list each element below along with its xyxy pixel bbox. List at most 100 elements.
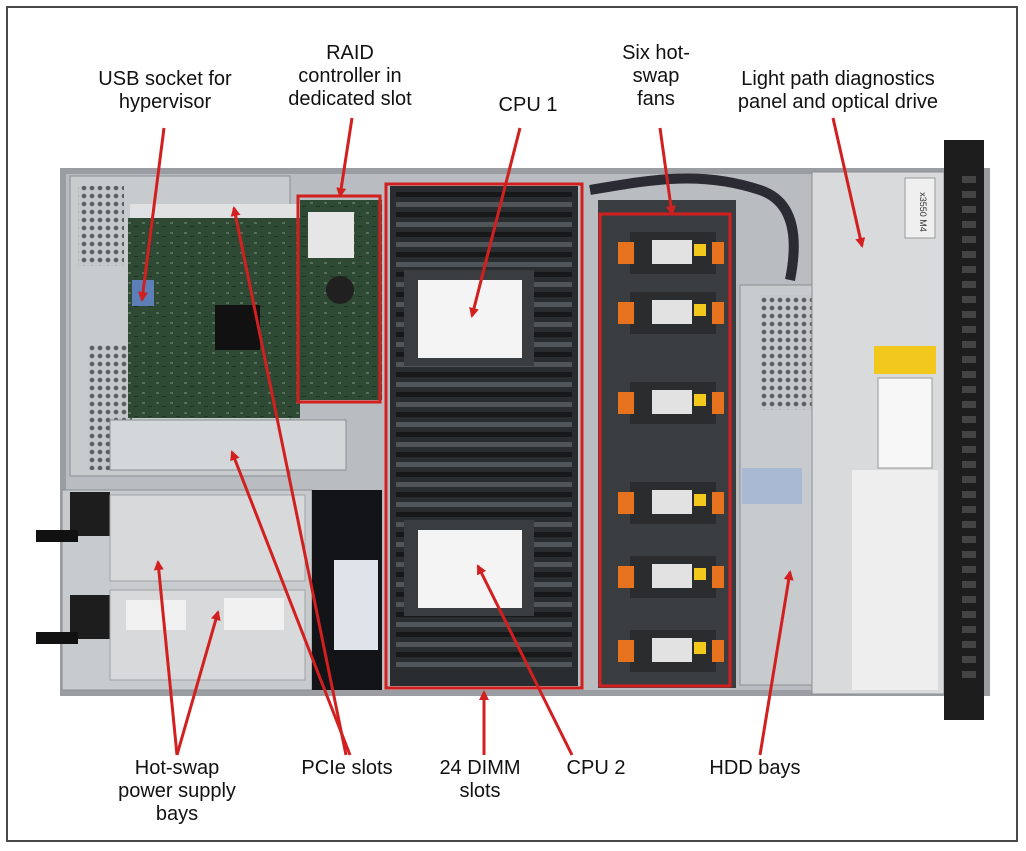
bezel-vent [962,506,976,513]
fan-module [618,630,724,672]
bezel-vent [962,641,976,648]
dimm-slot [396,242,572,247]
dimm-slot [396,232,572,237]
bezel-vent [962,221,976,228]
fan-area [598,200,736,688]
pcie-label: PCIe slots [301,757,393,779]
fans-callout-arrow [658,127,676,216]
dimm-slot [396,412,572,417]
bezel-vent [962,566,976,573]
dimm-slot [396,212,572,217]
bezel-vent [962,386,976,393]
bezel-vent [962,491,976,498]
bezel-vent [962,281,976,288]
dimm-slot [396,462,572,467]
cable-bundle [589,173,799,281]
callout-boxes [296,182,732,690]
bezel-vent [962,431,976,438]
dimm-slot [396,512,572,517]
fan-module [618,482,724,524]
chipset [215,305,260,350]
dimm-slot [396,192,572,197]
bezel-vent [962,446,976,453]
bezel-vent [962,671,976,678]
bezel-vent [962,251,976,258]
dimm-slot [396,452,572,457]
bezel-vent [962,656,976,663]
bezel-vent [962,311,976,318]
dimm-highlight-box [384,182,584,690]
bezel-vent [962,596,976,603]
dimm-slot [396,492,572,497]
bezel-vent [962,536,976,543]
raid-callout-arrow [336,117,354,198]
hdd-callout-arrow [758,570,794,756]
dimm-slot [396,222,572,227]
psu-callout-arrow-1 [153,560,179,756]
psu-bays [36,489,382,691]
bezel-vent [962,371,976,378]
bezel-vent [962,341,976,348]
bezel-vent [962,626,976,633]
bezel-vent [962,176,976,183]
dimm-slot [396,442,572,447]
callout-arrows [138,117,866,756]
bezel-vent [962,416,976,423]
dimm-slot [396,422,572,427]
motherboard [128,218,300,418]
bezel-vent [962,296,976,303]
dimm-slot [396,382,572,387]
bezel-vent [962,521,976,528]
bezel-vent [962,461,976,468]
psu-callout-arrow-2 [175,610,221,756]
bezel-vent [962,401,976,408]
dimm-slot [396,622,572,627]
bezel-vent [962,206,976,213]
dimm-slot [396,252,572,257]
bezel-vent [962,236,976,243]
dimm-slot [396,662,572,667]
cpu1-label: CPU 1 [498,94,558,116]
dimm-slot [396,202,572,207]
dimm-slot [396,402,572,407]
cpu1-callout-arrow [469,127,522,318]
bezel-vent [962,356,976,363]
hdd-label: HDD bays [709,757,801,779]
dimm-slot [396,472,572,477]
dimm-slot [396,632,572,637]
dimm-slot [396,392,572,397]
dimm-cpu-area [390,186,578,686]
bezel-vent [962,551,976,558]
dimm-slot [396,652,572,657]
fan-module [618,556,724,598]
front-panel: x3550 M4 [811,140,984,720]
dimm-slot [396,432,572,437]
dimm-slot [396,372,572,377]
fan-module [618,382,724,424]
fan-module [618,292,724,334]
bezel-vent [962,611,976,618]
bezel-vent [962,191,976,198]
bezel-vent [962,326,976,333]
cpu2-callout-arrow [476,564,574,756]
dimm-slot [396,502,572,507]
cpu2-label: CPU 2 [566,757,626,779]
dimm-slot [396,482,572,487]
lightpath-callout-arrow [831,117,866,248]
bezel-vent [962,581,976,588]
pcie-callout-arrow-1 [230,206,348,756]
bezel-vent [962,476,976,483]
raid-controller-card [300,200,382,400]
fan-module [618,232,724,274]
pcie-callout-arrow-2 [230,450,352,756]
bezel-vent [962,266,976,273]
usb-callout-arrow [138,127,166,302]
fans-highlight-box [598,212,732,688]
